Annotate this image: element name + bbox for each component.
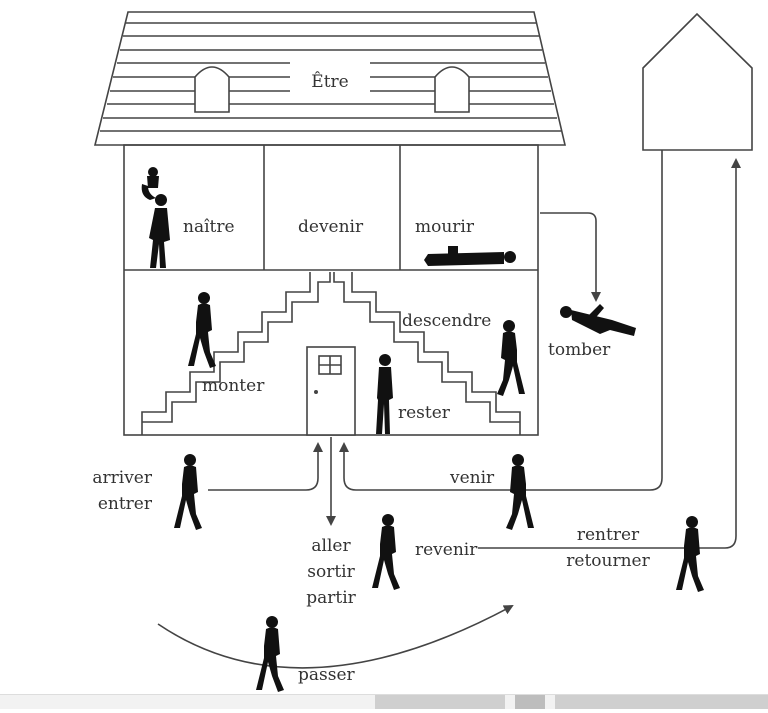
- figure-lying-mourir: [424, 246, 516, 266]
- arrow-arriver-entrer: [208, 442, 323, 491]
- verb-descendre: descendre: [402, 311, 491, 331]
- arrow-venir: [339, 150, 663, 491]
- verb-rentrer: rentrer: [577, 525, 640, 545]
- figure-mother-with-baby: [141, 167, 170, 268]
- figure-standing-rester: [376, 354, 393, 434]
- verb-monter: monter: [202, 376, 265, 396]
- verb-devenir: devenir: [298, 217, 364, 237]
- toolbar-segment: [375, 695, 505, 709]
- verb-arriver: arriver: [92, 468, 152, 488]
- front-door: [306, 346, 356, 436]
- verb-revenir: revenir: [415, 540, 478, 560]
- arrow-passer: [157, 605, 514, 669]
- house-roof: Être: [93, 11, 567, 146]
- small-house: [642, 12, 753, 151]
- verb-entrer: entrer: [98, 494, 153, 514]
- bottom-toolbar-strip: [0, 694, 768, 709]
- figure-passer: [256, 616, 284, 692]
- roof-dormer-window-right: [434, 66, 470, 113]
- roof-label: Être: [311, 71, 348, 92]
- arrow-mourir-to-tomber: [540, 212, 601, 302]
- staircase: [141, 272, 521, 435]
- figure-arriver-entrer: [174, 454, 202, 530]
- toolbar-segment: [515, 695, 545, 709]
- toolbar-segment: [555, 695, 768, 709]
- verb-partir: partir: [306, 588, 356, 608]
- verb-venir: venir: [449, 468, 495, 488]
- verb-naitre: naître: [183, 217, 235, 237]
- figure-venir: [506, 454, 534, 530]
- figure-falling-tomber: [560, 304, 636, 336]
- figure-descending-descendre: [497, 320, 525, 396]
- figure-climbing-monter: [188, 292, 216, 368]
- figure-aller-sortir-partir: [372, 514, 400, 590]
- verb-tomber: tomber: [548, 340, 611, 360]
- figure-rentrer-retourner: [676, 516, 704, 592]
- roof-dormer-window-left: [194, 66, 230, 113]
- verb-sortir: sortir: [307, 562, 355, 582]
- verb-rester: rester: [398, 403, 451, 423]
- verb-passer: passer: [298, 665, 356, 685]
- verb-retourner: retourner: [566, 551, 650, 571]
- verb-aller: aller: [311, 536, 351, 556]
- arrow-revenir-rentrer: [478, 158, 741, 549]
- verb-mourir: mourir: [415, 217, 475, 237]
